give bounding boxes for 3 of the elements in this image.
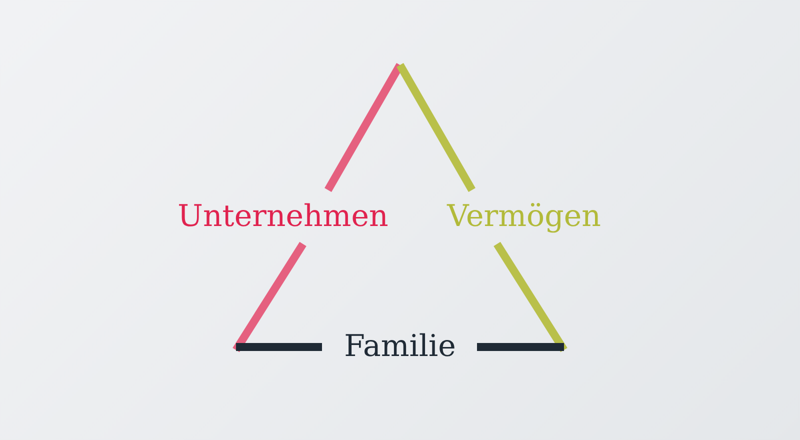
side-label: Vermögen bbox=[447, 202, 601, 232]
side-label: Familie bbox=[344, 332, 456, 362]
side-label: Unternehmen bbox=[178, 202, 388, 232]
